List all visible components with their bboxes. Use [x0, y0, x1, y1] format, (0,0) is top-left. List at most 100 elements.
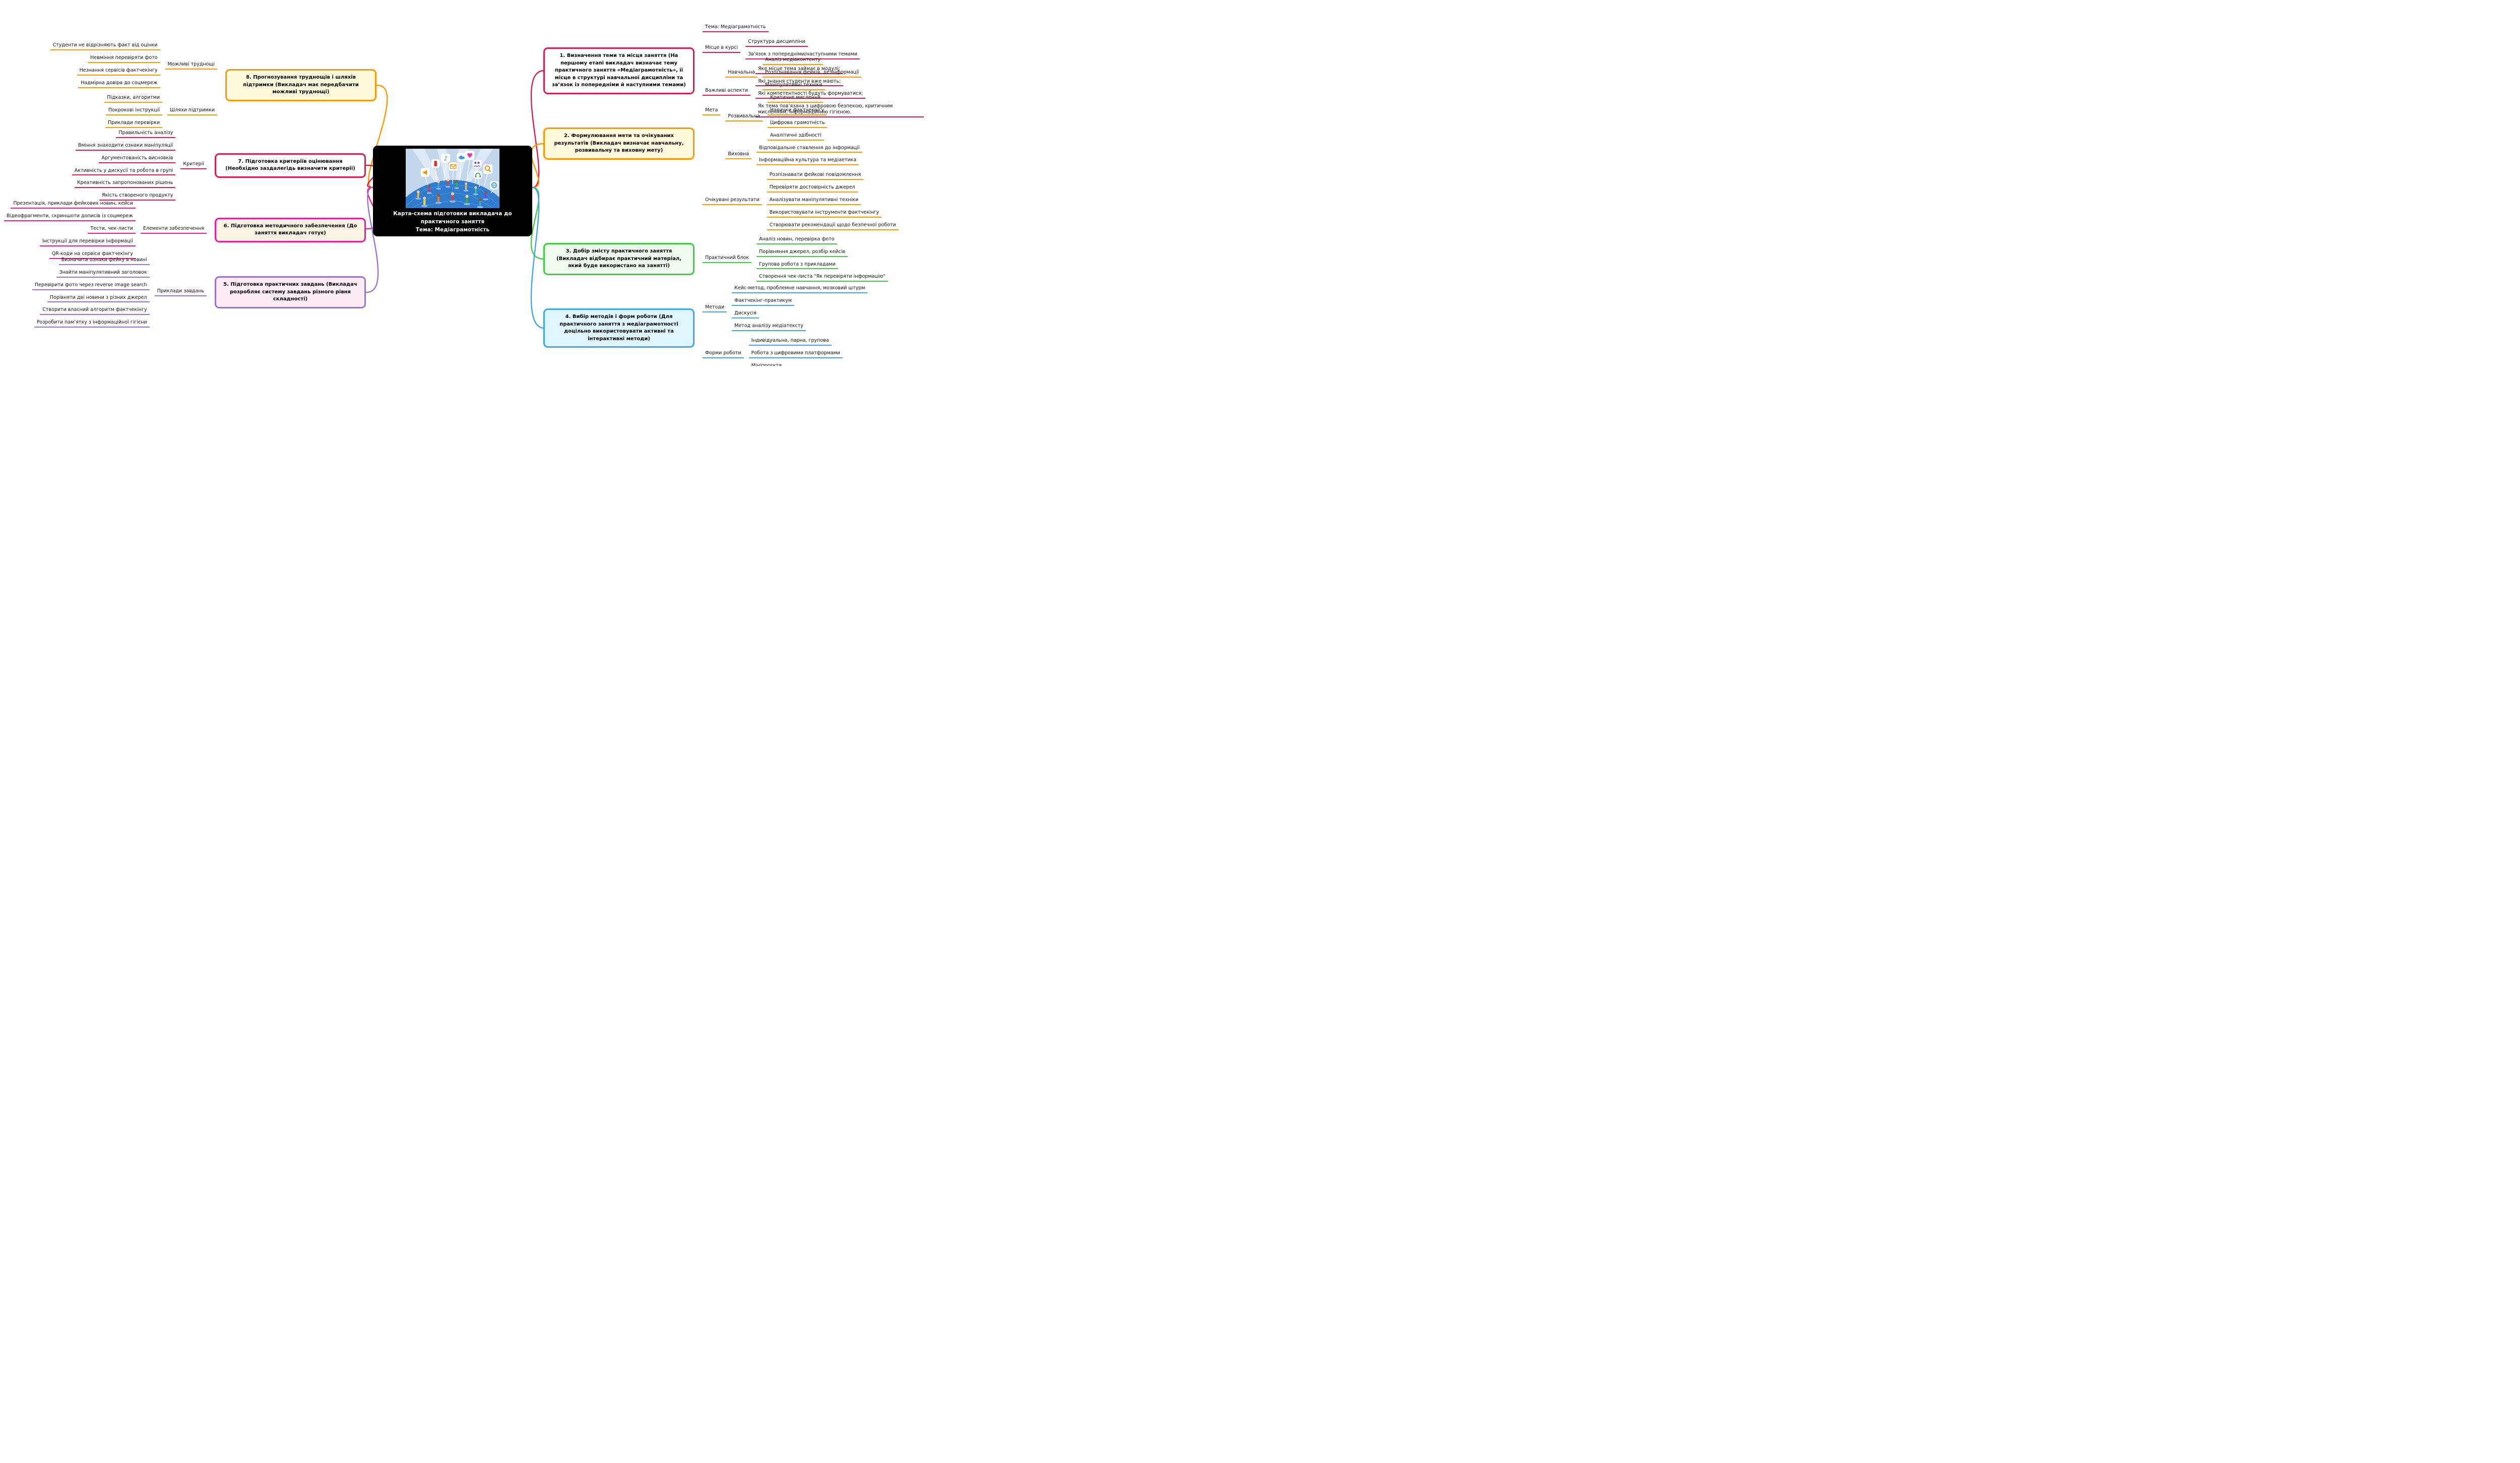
leaf-item[interactable]: Знайти маніпулятивний заголовок: [56, 270, 150, 278]
leaf-item[interactable]: Правильність аналізу: [116, 130, 176, 138]
leaf-item[interactable]: Робота з цифровими платформами: [748, 350, 843, 358]
leaf-item[interactable]: Незнання сервісів фактчекінгу: [77, 68, 160, 76]
leaf-item[interactable]: Розробити пам’ятку з інформаційної гігіє…: [34, 320, 150, 328]
leaf-item[interactable]: Тема: Медіаграмотність: [703, 24, 769, 32]
branch-group-label[interactable]: Важливі аспекти: [703, 88, 750, 96]
leaf-item[interactable]: Створити власний алгоритм фактчекінгу: [40, 307, 150, 315]
leaf-item[interactable]: Цифрова грамотність: [767, 120, 828, 128]
branch-1-node[interactable]: 1. Визначення теми та місця заняття (На …: [543, 47, 695, 94]
branch-5-node[interactable]: 5. Підготовка практичних завдань (Виклад…: [215, 276, 366, 308]
leaf-item[interactable]: Індивідуальна, парна, групова: [748, 338, 832, 346]
leaf-item[interactable]: Підказки, алгоритми: [104, 95, 162, 103]
leaf-group: Практичний блок Аналіз новин, перевірка ф…: [703, 236, 888, 282]
leaf-item[interactable]: Створення чек-листа "Як перевіряти інфор…: [757, 274, 888, 282]
leaf-item[interactable]: Яке місце тема займає в модулі;: [755, 66, 843, 74]
branch-group-label[interactable]: Методи: [703, 304, 727, 312]
leaf-item[interactable]: Аналіз медіаконтенту: [763, 57, 823, 66]
leaf-item[interactable]: Перевіряти достовірність джерел: [767, 184, 858, 193]
leaf-item[interactable]: Фактчекінг-практикум: [732, 298, 794, 306]
leaf-item[interactable]: Креативність запропонованих рішень: [74, 180, 176, 188]
branch-3: 3. Добір змісту практичного заняття (Вик…: [543, 231, 888, 287]
leaf-item[interactable]: Надмірна довіра до соцмереж: [78, 80, 160, 88]
leaf-item[interactable]: Групова робота з прикладами: [757, 262, 838, 270]
leaf-item[interactable]: Презентація, приклади фейкових новин, ке…: [11, 201, 136, 209]
leaf-group: Очікувані результати Розпізнавати фейкові…: [703, 172, 899, 230]
leaf-item[interactable]: Невміння перевіряти фото: [88, 55, 160, 63]
leaf-item[interactable]: Розпізнавати фейкові повідомлення: [767, 172, 864, 180]
branch-group-label[interactable]: Мета: [703, 107, 721, 115]
leaf-item[interactable]: Аналіз новин, перевірка фото: [757, 236, 837, 244]
leaf-item[interactable]: Як тема пов’язана з цифровою безпекою, к…: [755, 103, 924, 117]
branch-group-label[interactable]: Приклади завдань: [154, 288, 207, 296]
center-topic: Тема: Медіаграмотність: [415, 226, 490, 233]
branch-group-label[interactable]: Місце в курсі: [703, 45, 741, 53]
leaf-item[interactable]: Інструкції для перевірки інформації: [39, 238, 136, 246]
leaf-item[interactable]: Порівняння джерел, розбір кейсів: [757, 249, 848, 257]
leaf-item[interactable]: Аргументованість висновків: [99, 155, 176, 163]
branch-group-label[interactable]: Форми роботи: [703, 350, 744, 358]
branch-group-label[interactable]: Виховна: [725, 151, 752, 159]
leaf-item[interactable]: Мініпроєкти: [749, 363, 784, 366]
leaf-group: Презентація, приклади фейкових новин, ке…: [4, 201, 207, 259]
branch-2: 2. Формулювання мети та очікуваних резул…: [543, 57, 899, 230]
leaf-item[interactable]: Зв'язок з попередніми/наступними темами: [745, 51, 860, 59]
branch-3-node[interactable]: 3. Добір змісту практичного заняття (Вик…: [543, 243, 695, 275]
leaf-item[interactable]: Студенти не відрізняють факт від оцінки: [50, 42, 160, 51]
leaf-item[interactable]: Вміння знаходити ознаки маніпуляції: [75, 143, 176, 151]
leaf-item[interactable]: Відповідальне ставлення до інформації: [757, 145, 862, 153]
branch-group-label[interactable]: Практичний блок: [703, 255, 752, 263]
leaf-item[interactable]: Розпізнавання фейків, дезінформації: [763, 70, 862, 78]
leaf-item[interactable]: Створювати рекомендації щодо безпечної р…: [767, 222, 899, 230]
leaf-item[interactable]: Дискусія: [732, 310, 759, 319]
branch-2-node[interactable]: 2. Формулювання мети та очікуваних резул…: [543, 128, 695, 160]
leaf-item[interactable]: Які компетентності будуть формуватися;: [755, 91, 866, 99]
branch-3-leaves: Практичний блок Аналіз новин, перевірка ф…: [703, 236, 888, 282]
leaf-item[interactable]: Аналітичні здібності: [767, 133, 824, 141]
branch-group-label[interactable]: Шляхи підтримки: [167, 107, 217, 115]
leaf-item[interactable]: Приклади перевірки: [105, 120, 162, 128]
branch-group-label[interactable]: Елементи забезпечення: [140, 226, 207, 234]
branch-group-label[interactable]: Розвивальна: [725, 113, 763, 122]
branch-7-node[interactable]: 7. Підготовка критеріїв оцінювання (Необ…: [215, 153, 366, 178]
branch-8-node[interactable]: 8. Прогнозування труднощів і шляхів підт…: [225, 69, 376, 101]
leaf-item[interactable]: Які знання студенти вже мають;: [755, 79, 844, 87]
branch-group-label[interactable]: Можливі труднощі: [165, 61, 217, 70]
leaf-item[interactable]: Використовувати інструменти фактчекінгу: [767, 210, 882, 218]
branch-group-label[interactable]: Критерії: [180, 161, 207, 169]
leaf-item[interactable]: Метод аналізу медіатексту: [732, 323, 806, 331]
svg-text:♥: ♥: [467, 152, 473, 160]
leaf-item[interactable]: Відеофрагменти, скриншоти дописів із соц…: [4, 213, 136, 222]
branch-6-node[interactable]: 6. Підготовка методичного забезпечення (…: [215, 217, 366, 242]
leaf-item[interactable]: QR-коди на сервіси фактчекінгу: [49, 251, 136, 259]
leaf-item[interactable]: Активність у дискусії та робота в групі: [72, 168, 176, 176]
leaf-item[interactable]: Структура дисципліни: [745, 39, 808, 47]
leaf-item[interactable]: Покрокові інструкції: [105, 107, 162, 115]
leaf-item[interactable]: Порівняти дві новини з різних джерел: [47, 295, 150, 303]
leaf-group: Важливі аспекти Яке місце тема займає в м…: [703, 66, 924, 117]
center-node[interactable]: ♪ ♥: [373, 146, 532, 236]
branch-group-label[interactable]: Очікувані результати: [703, 197, 762, 205]
leaf-item[interactable]: Маніпулятивні техніки: [763, 82, 825, 90]
phone-icon: [431, 159, 440, 183]
globe-icon: [490, 181, 498, 194]
svg-text:♪: ♪: [444, 155, 448, 162]
leaf-item[interactable]: Перевірити фото через reverse image sear…: [32, 282, 150, 290]
leaf-item[interactable]: Кейс-метод, проблемне навчання, мозковий…: [732, 285, 868, 294]
leaf-item[interactable]: Аналізувати маніпулятивні техніки: [767, 197, 861, 205]
leaf-item[interactable]: Тести, чек-листи: [88, 226, 136, 234]
leaf-item[interactable]: Визначити ознаки фейку в новині: [58, 257, 150, 265]
branch-group-label[interactable]: Навчальна: [725, 70, 758, 78]
leaf-item[interactable]: Навички фактчекінгу: [767, 107, 827, 115]
leaf-item[interactable]: Критичне мислення: [767, 95, 823, 103]
leaf-item[interactable]: Інформаційна культура та медіаетика: [757, 157, 859, 166]
branch-4-node[interactable]: 4. Вибір методів і форм роботи (Для прак…: [543, 308, 695, 348]
leaf-item[interactable]: Якість створеного продукту: [99, 193, 176, 201]
